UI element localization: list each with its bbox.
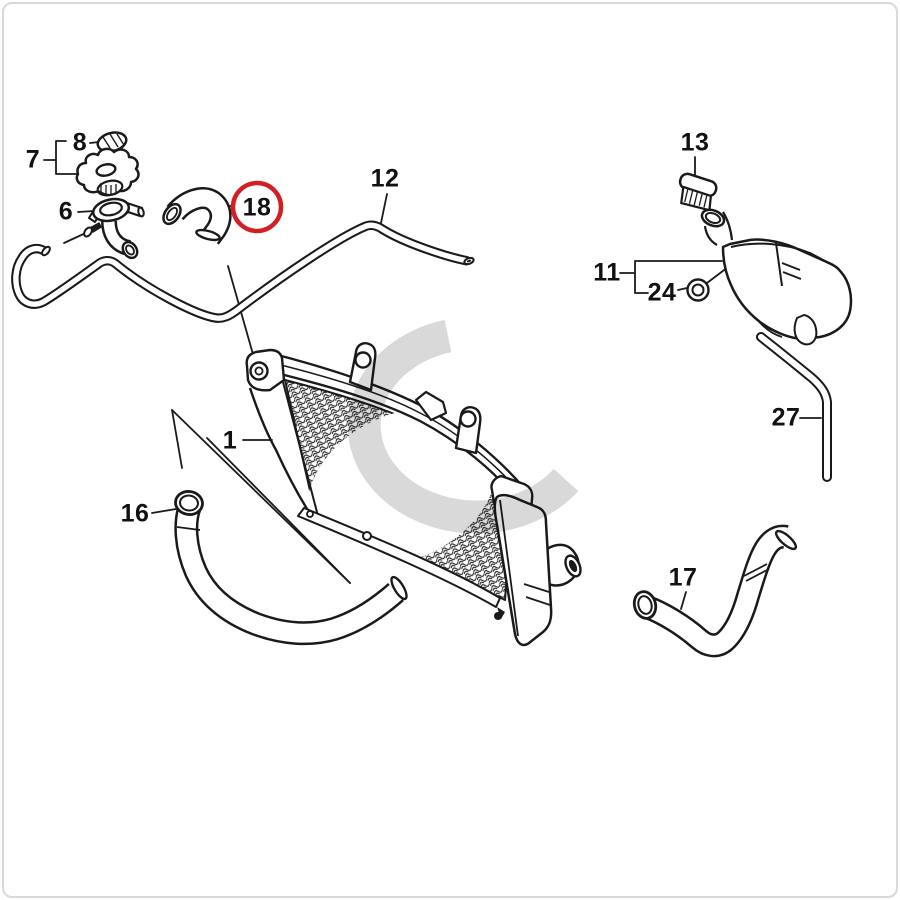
elbow-hose-part-18 [162, 187, 232, 245]
filler-neck-joint-part-6 [83, 197, 145, 260]
callout-8: 8 [72, 128, 88, 157]
callout-1: 1 [222, 426, 238, 455]
callout-24: 24 [647, 278, 677, 307]
callout-11: 11 [593, 258, 621, 287]
callout-7: 7 [25, 145, 41, 174]
tank-cap-part-13 [678, 172, 718, 212]
overflow-tube-part-27 [756, 332, 832, 482]
callout-12: 12 [370, 164, 400, 193]
leader-lines [43, 140, 822, 610]
siphon-hose-part-12 [11, 220, 475, 323]
callout-13: 13 [680, 128, 710, 157]
callout-27: 27 [771, 403, 801, 432]
callout-17: 17 [668, 563, 698, 592]
callout-18-highlighted: 18 [242, 193, 272, 222]
highlight-circle-18 [230, 180, 284, 234]
radiator-cap-part-7 [75, 147, 140, 197]
watermark-swoosh [347, 319, 579, 534]
outlet-hose-part-17 [632, 524, 798, 658]
callout-16: 16 [120, 499, 150, 528]
reserve-tank-part-11 [678, 172, 853, 346]
pointer-lines [171, 409, 351, 584]
grommet-part-24 [686, 278, 710, 302]
lower-hose-part-16 [174, 490, 408, 646]
callout-6: 6 [58, 197, 74, 226]
